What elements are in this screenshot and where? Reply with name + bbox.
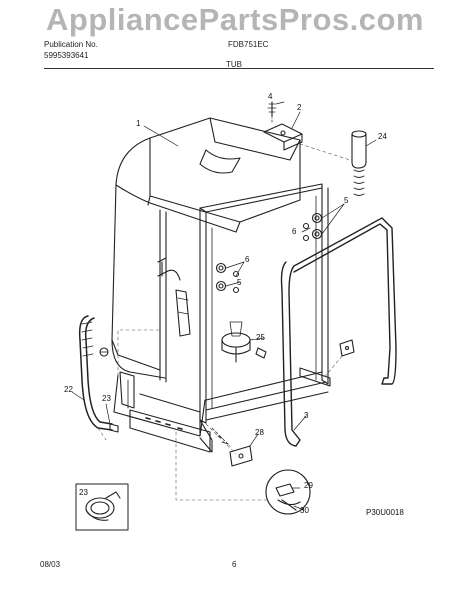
hinge-bracket [263, 101, 303, 151]
callout-1: 1 [136, 119, 141, 128]
drawing-code: P30U0018 [366, 508, 404, 517]
callout-6-right: 6 [292, 227, 297, 236]
callout-24: 24 [378, 132, 387, 141]
grommets-left [215, 262, 240, 294]
dashed-leaders [97, 143, 351, 501]
callout-23-hose: 23 [102, 394, 111, 403]
fill-tube [351, 130, 367, 196]
callout-3: 3 [304, 411, 309, 420]
footer-page-number: 6 [232, 560, 237, 569]
hose-end-clip [109, 423, 119, 433]
latch-bracket [211, 427, 253, 467]
side-hose [78, 315, 113, 431]
callout-4: 4 [268, 92, 273, 101]
publication-number: 5995393641 [44, 51, 89, 60]
header-rule [44, 68, 434, 69]
inset-box-clamp [75, 483, 129, 531]
callout-30: 30 [300, 506, 309, 515]
callout-5-right: 5 [344, 196, 349, 205]
base-rail [119, 367, 331, 453]
frame-hardware [339, 339, 355, 357]
callout-28: 28 [255, 428, 264, 437]
publication-label: Publication No. [44, 40, 98, 49]
sump-heater [221, 321, 267, 363]
door-frame [199, 183, 329, 453]
model-number: FDB751EC [228, 40, 269, 49]
callout-22: 22 [64, 385, 73, 394]
inset-circle-detail [265, 469, 311, 515]
door-gasket [280, 217, 397, 447]
callout-25: 25 [256, 333, 265, 342]
callout-2: 2 [297, 103, 302, 112]
callout-6-left: 6 [245, 255, 250, 264]
grommets-right [302, 212, 323, 242]
callout-29: 29 [304, 481, 313, 490]
callout-leaders [71, 101, 377, 511]
watermark-text: AppliancePartsPros.com [46, 2, 424, 37]
section-title: TUB [226, 60, 242, 69]
footer-date: 08/03 [40, 560, 61, 569]
hose-clamp-small [99, 347, 109, 357]
callout-23-inset: 23 [79, 488, 88, 497]
inner-rails [157, 257, 191, 337]
callout-5-left: 5 [237, 278, 242, 287]
